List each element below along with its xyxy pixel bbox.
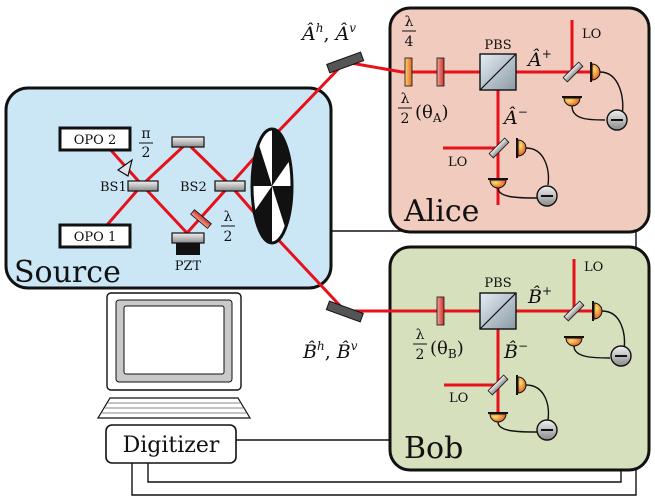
top-mirror — [171, 136, 205, 148]
bob-box — [388, 245, 651, 472]
bob-steering-mirror — [325, 300, 364, 323]
alice-box — [388, 6, 651, 234]
bob-hw-angle: (θB) — [430, 338, 464, 361]
alice-detector-1 — [590, 62, 601, 82]
alice-mode-label: Âh, Âv — [300, 21, 356, 45]
bob-hw-num: λ — [416, 327, 425, 343]
alice-detector-4 — [488, 178, 508, 189]
alice-qw-den: 4 — [405, 34, 414, 50]
pzt-mirror: PZT — [171, 232, 205, 274]
alice-plus-label: Â+ — [526, 47, 552, 71]
bob-detector-3 — [516, 375, 527, 395]
bob-half-wave-plate: λ 2 (θB) — [413, 296, 464, 363]
alice-hw-angle: (θA) — [415, 102, 449, 125]
bob-title: Bob — [404, 431, 463, 466]
bob-subtractor-1 — [610, 345, 632, 367]
chopper-wheel — [250, 127, 294, 245]
alice-steering-mirror — [326, 51, 365, 74]
beam-splitter-1: BS1 — [100, 180, 159, 195]
opo-1-label: OPO 1 — [74, 230, 116, 245]
alice-combiner-top — [562, 61, 584, 83]
alice-detector-2 — [562, 96, 582, 107]
alice-qw-num: λ — [405, 14, 414, 30]
source-half-wave-plate: λ 2 — [190, 209, 235, 245]
bs1-label: BS1 — [100, 180, 127, 195]
alice-detector-3 — [516, 138, 527, 158]
bob-detector-2 — [564, 336, 584, 347]
alice-hw-num: λ — [401, 91, 410, 107]
alice-half-wave-plate: λ 2 (θA) — [398, 57, 449, 127]
beam-splitter-2: BS2 — [180, 180, 246, 195]
phase-shifter: π 2 — [116, 126, 153, 177]
phase-numerator: π — [141, 126, 150, 142]
alice-pbs: PBS — [479, 38, 517, 91]
bob-pbs: PBS — [479, 276, 517, 330]
bs2-label: BS2 — [180, 180, 207, 195]
digitizer-box: Digitizer — [105, 424, 237, 464]
bob-minus-label: B̂− — [503, 339, 528, 363]
source-hw-num: λ — [224, 209, 233, 225]
source-title: Source — [14, 255, 121, 290]
bob-combiner-top — [563, 300, 585, 322]
phase-denominator: 2 — [142, 145, 151, 161]
bob-lo-bottom: LO — [449, 391, 468, 406]
computer-keyboard — [96, 397, 252, 419]
opo-2-label: OPO 2 — [74, 133, 116, 148]
alice-subtractor-2 — [536, 185, 558, 207]
svg-text:Âh, Âv: Âh, Âv — [300, 21, 356, 45]
bob-lo-top: LO — [584, 260, 603, 275]
bob-plus-label: B̂+ — [527, 284, 552, 308]
bob-combiner-bottom — [487, 374, 509, 396]
opo-2: OPO 2 — [58, 126, 132, 152]
alice-quarter-wave-plate: λ 4 — [402, 14, 416, 87]
source-hw-den: 2 — [224, 229, 233, 245]
alice-pbs-label: PBS — [484, 38, 511, 53]
bob-detector-4 — [488, 412, 508, 423]
bob-hw-den: 2 — [416, 347, 425, 363]
alice-title: Alice — [403, 194, 479, 229]
svg-text:B̂h, B̂v: B̂h, B̂v — [302, 339, 358, 363]
bob-mode-label: B̂h, B̂v — [302, 339, 358, 363]
opo-1: OPO 1 — [58, 223, 132, 249]
pzt-label: PZT — [175, 259, 202, 274]
bob-subtractor-2 — [536, 419, 558, 441]
computer-monitor — [106, 292, 242, 391]
alice-minus-label: Â− — [502, 105, 528, 129]
alice-lo-top: LO — [582, 27, 601, 42]
alice-hw-den: 2 — [401, 111, 410, 127]
alice-lo-bottom: LO — [448, 155, 467, 170]
alice-combiner-bottom — [488, 137, 510, 159]
bob-pbs-label: PBS — [484, 276, 511, 291]
digitizer-label: Digitizer — [123, 433, 220, 458]
alice-subtractor-1 — [606, 109, 628, 131]
bob-detector-1 — [592, 301, 603, 321]
